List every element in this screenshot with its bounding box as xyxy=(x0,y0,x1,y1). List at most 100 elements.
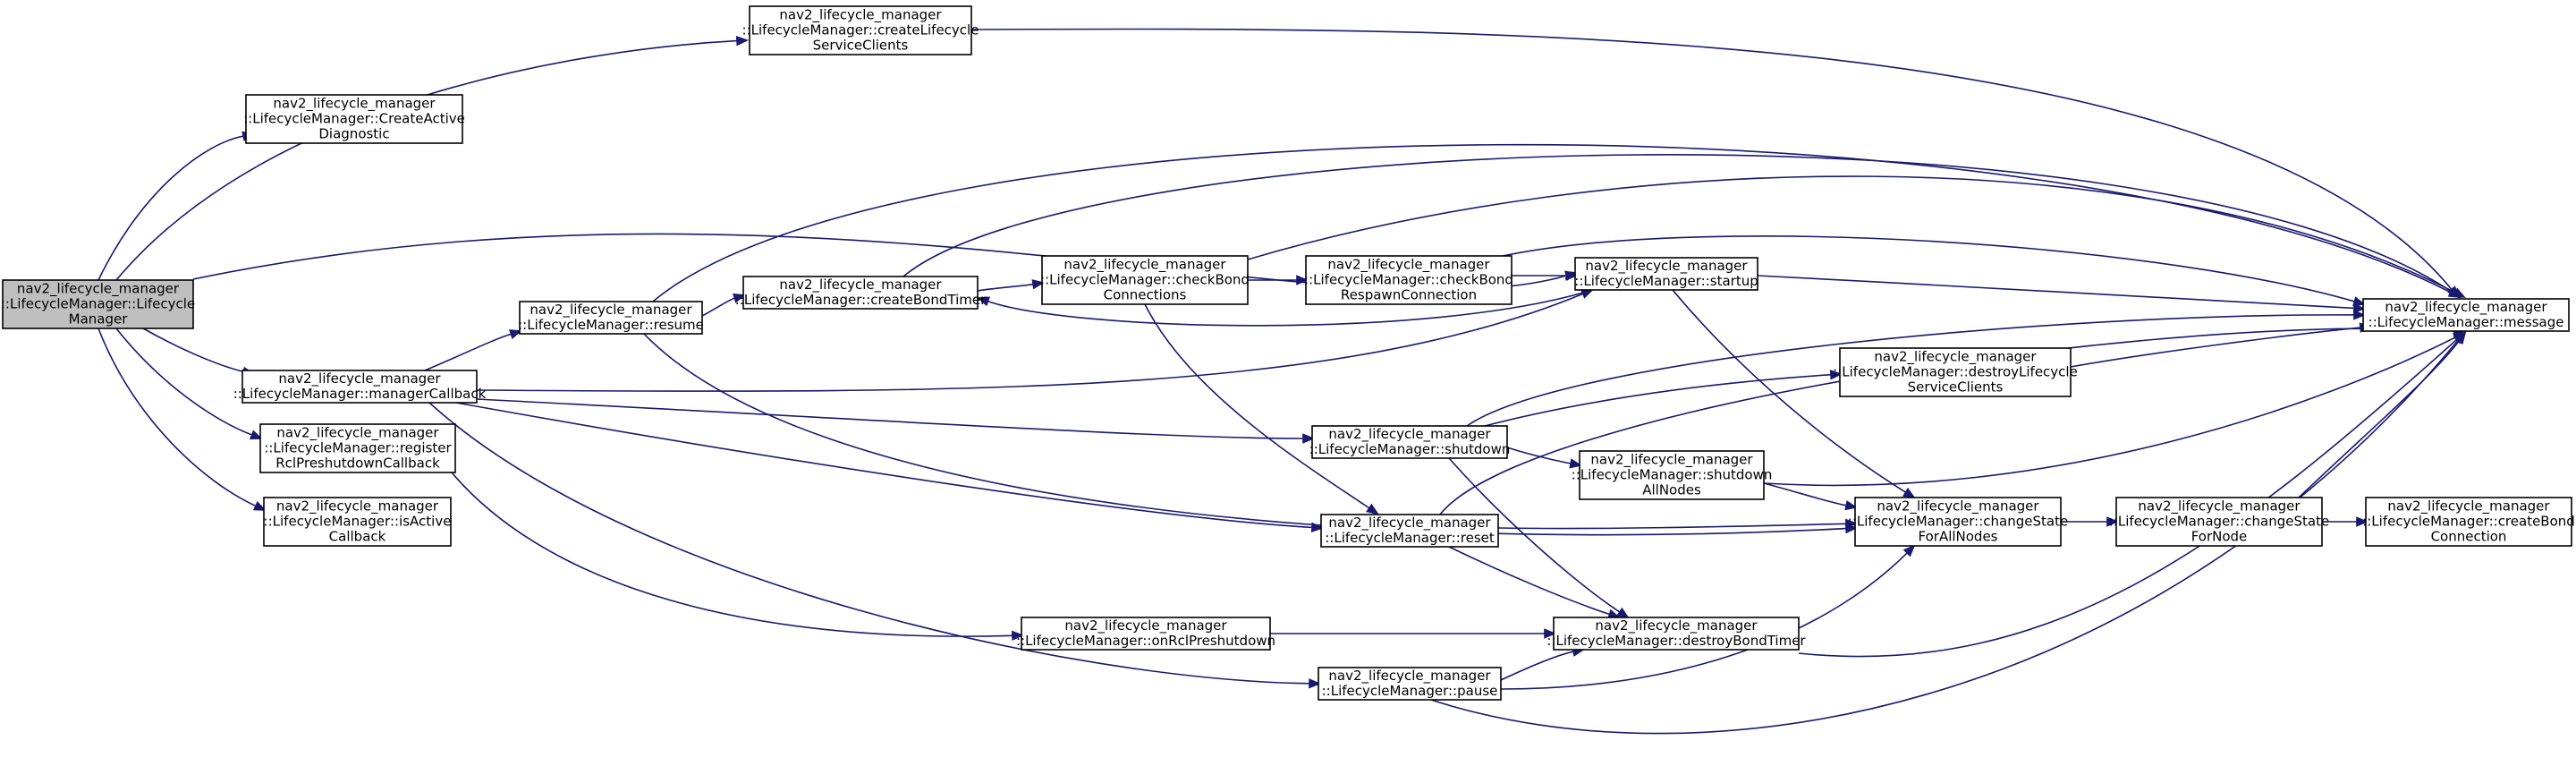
node-ctor[interactable]: nav2_lifecycle_manager::LifecycleManager… xyxy=(1,279,195,329)
node-label-line: ::LifecycleManager::resume xyxy=(518,317,704,333)
edge-line xyxy=(643,333,1847,536)
node-startup[interactable]: nav2_lifecycle_manager::LifecycleManager… xyxy=(1574,257,1758,291)
node-label-line: nav2_lifecycle_manager xyxy=(1327,257,1490,274)
node-box xyxy=(1579,450,1765,500)
edge-shutdownAllNodes-to-changeStateForAllNodes xyxy=(1763,482,1859,511)
edge-line xyxy=(1466,314,2355,427)
arrowhead xyxy=(1569,458,1583,469)
arrowhead xyxy=(735,35,750,47)
edge-line xyxy=(1763,336,2456,487)
node-reset[interactable]: nav2_lifecycle_manager::LifecycleManager… xyxy=(1320,514,1499,548)
arrowhead xyxy=(2352,302,2367,314)
node-box xyxy=(1305,255,1513,305)
edge-onRclPreshutdown-to-destroyBondTimer xyxy=(1269,628,1557,639)
node-CreateActiveDiagnostic[interactable]: nav2_lifecycle_manager::LifecycleManager… xyxy=(243,94,465,144)
node-managerCallback[interactable]: nav2_lifecycle_manager::LifecycleManager… xyxy=(233,370,487,404)
node-label-line: nav2_lifecycle_manager xyxy=(1585,258,1748,275)
node-changeStateForAllNodes[interactable]: nav2_lifecycle_manager::LifecycleManager… xyxy=(1848,497,2068,547)
node-box xyxy=(519,301,703,335)
node-box xyxy=(1021,617,1271,651)
node-label-line: nav2_lifecycle_manager xyxy=(779,7,942,24)
node-label-line: ForNode xyxy=(2191,529,2248,545)
node-label-line: ForAllNodes xyxy=(1919,529,1998,545)
edge-ctor-to-isActiveCallback xyxy=(97,328,267,511)
node-label-line: nav2_lifecycle_manager xyxy=(276,425,439,442)
edge-line xyxy=(701,297,735,317)
edge-changeStateForAllNodes-to-changeStateForNode xyxy=(2061,516,2120,527)
edge-ctor-to-managerCallback xyxy=(142,328,256,377)
node-label-line: nav2_lifecycle_manager xyxy=(17,281,180,298)
edge-registerRclPreshutdownCallback-to-onRclPreshutdown xyxy=(451,472,1025,642)
node-createBondConnection[interactable]: nav2_lifecycle_manager::LifecycleManager… xyxy=(2362,497,2575,547)
arrowhead xyxy=(249,430,263,440)
node-label-line: nav2_lifecycle_manager xyxy=(1877,498,2039,515)
node-label-line: ::LifecycleManager::createBondTimer xyxy=(735,292,987,308)
node-box xyxy=(1553,617,1800,651)
edge-line xyxy=(902,154,2453,293)
edge-reset-to-changeStateForAllNodes xyxy=(1497,518,1859,530)
edge-line xyxy=(115,328,253,436)
edge-line xyxy=(476,398,1304,439)
edge-checkBondConnections-to-checkBondRespawnConnection xyxy=(1248,275,1309,285)
node-box xyxy=(1041,255,1249,305)
node-onRclPreshutdown[interactable]: nav2_lifecycle_manager::LifecycleManager… xyxy=(1016,617,1275,651)
node-checkBondRespawnConnection[interactable]: nav2_lifecycle_manager::LifecycleManager… xyxy=(1304,255,1513,305)
edge-checkBondRespawnConnection-to-message xyxy=(1502,235,2367,307)
node-isActiveCallback[interactable]: nav2_lifecycle_manager::LifecycleManager… xyxy=(263,497,452,547)
node-label-line: ::LifecycleManager::register xyxy=(264,440,452,456)
node-label-line: nav2_lifecycle_manager xyxy=(1328,515,1491,532)
node-label-line: ::LifecycleManager::checkBond xyxy=(1040,272,1250,288)
edge-line xyxy=(1798,338,2458,658)
node-createBondTimer[interactable]: nav2_lifecycle_manager::LifecycleManager… xyxy=(735,276,987,310)
node-label-line: Manager xyxy=(69,311,129,328)
node-createLifecycleServiceClients[interactable]: nav2_lifecycle_manager::LifecycleManager… xyxy=(742,5,979,55)
node-label-line: nav2_lifecycle_manager xyxy=(278,370,441,387)
node-label-line: nav2_lifecycle_manager xyxy=(2385,299,2547,316)
edge-ctor-to-CreateActiveDiagnostic xyxy=(97,131,256,281)
node-destroyBondTimer[interactable]: nav2_lifecycle_manager::LifecycleManager… xyxy=(1546,617,1806,651)
edge-startup-to-message xyxy=(1757,275,2367,314)
nodes-layer: nav2_lifecycle_manager::LifecycleManager… xyxy=(1,5,2575,701)
node-message[interactable]: nav2_lifecycle_manager::LifecycleManager… xyxy=(2362,298,2570,332)
edge-line xyxy=(970,28,2453,291)
node-label-line: nav2_lifecycle_manager xyxy=(1328,668,1491,685)
edge-line xyxy=(1448,457,1621,613)
edge-line xyxy=(2298,340,2461,498)
edge-managerCallback-to-pause xyxy=(428,402,1322,689)
node-checkBondConnections[interactable]: nav2_lifecycle_manager::LifecycleManager… xyxy=(1040,255,1250,305)
node-label-line: ::LifecycleManager::shutdown xyxy=(1572,467,1773,483)
node-box xyxy=(1574,257,1758,291)
edge-line xyxy=(1484,373,1832,427)
arrowhead xyxy=(1031,279,1046,290)
arrowhead xyxy=(252,500,267,511)
arrowhead xyxy=(2454,331,2467,345)
node-destroyLifecycleServiceClients[interactable]: nav2_lifecycle_manager::LifecycleManager… xyxy=(1833,347,2078,397)
arrowhead xyxy=(1902,544,1916,557)
node-label-line: Connections xyxy=(1104,287,1187,303)
arrowhead xyxy=(2352,296,2367,307)
node-shutdownAllNodes[interactable]: nav2_lifecycle_manager::LifecycleManager… xyxy=(1572,450,1773,500)
node-changeStateForNode[interactable]: nav2_lifecycle_manager::LifecycleManager… xyxy=(2109,497,2329,547)
node-registerRclPreshutdownCallback[interactable]: nav2_lifecycle_manager::LifecycleManager… xyxy=(259,423,456,473)
node-label-line: nav2_lifecycle_manager xyxy=(276,498,439,515)
node-box xyxy=(1311,425,1508,459)
node-box xyxy=(2365,497,2572,547)
node-label-line: ::LifecycleManager::startup xyxy=(1574,273,1758,289)
edge-shutdown-to-shutdownAllNodes xyxy=(1506,447,1583,469)
edge-line xyxy=(1247,175,2456,294)
arrowhead xyxy=(1309,678,1322,689)
edge-resume-to-changeStateForAllNodes xyxy=(643,333,1859,536)
node-shutdown[interactable]: nav2_lifecycle_manager::LifecycleManager… xyxy=(1309,425,1511,459)
edge-line xyxy=(428,402,1310,685)
node-label-line: ::LifecycleManager::destroyBondTimer xyxy=(1546,633,1806,649)
edge-shutdown-to-destroyLifecycleServiceClients xyxy=(1484,370,1843,427)
node-label-line: AllNodes xyxy=(1642,482,1701,498)
node-pause[interactable]: nav2_lifecycle_manager::LifecycleManager… xyxy=(1318,667,1502,701)
edge-shutdown-to-destroyBondTimer xyxy=(1448,457,1630,619)
node-box xyxy=(263,497,452,547)
arrowhead xyxy=(733,293,747,303)
node-label-line: Diagnostic xyxy=(318,126,389,142)
node-resume[interactable]: nav2_lifecycle_manager::LifecycleManager… xyxy=(518,301,704,335)
node-label-line: ServiceClients xyxy=(813,38,909,54)
